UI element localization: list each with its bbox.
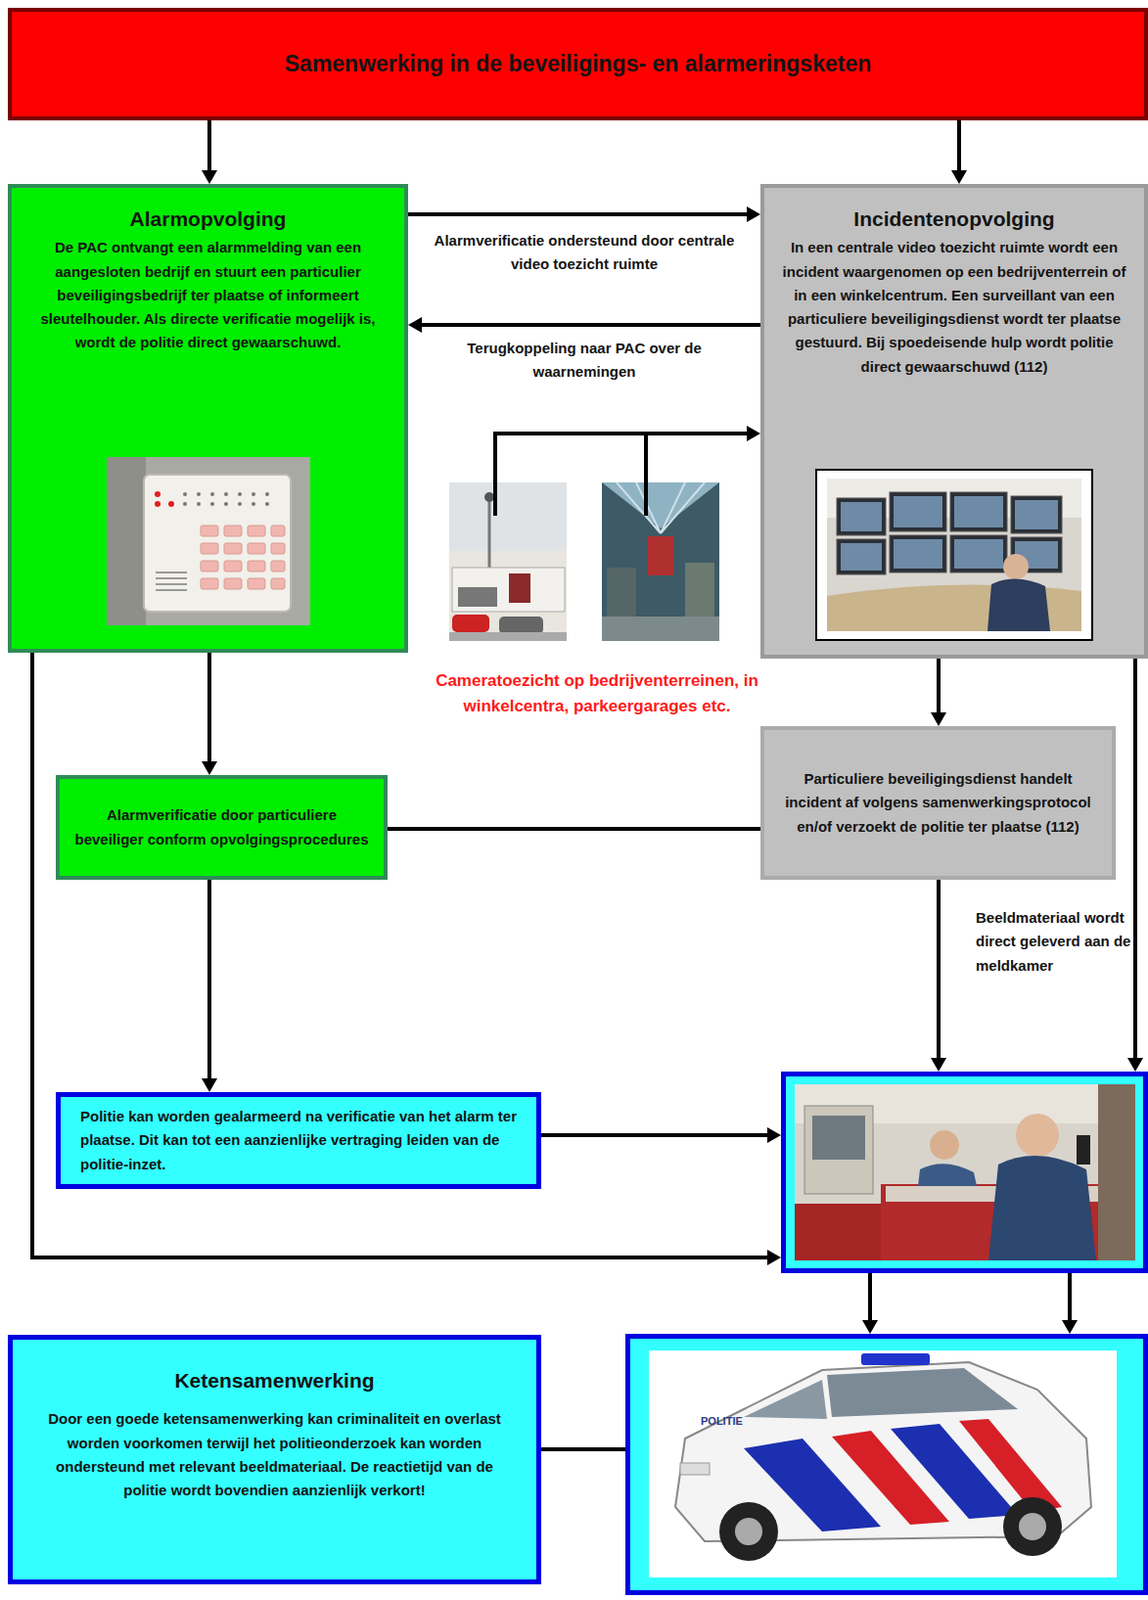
connector — [201, 652, 218, 776]
connector-line — [207, 120, 212, 172]
caption-label: Cameratoezicht op bedrijventerreinen, in… — [430, 668, 764, 719]
connector — [408, 206, 761, 223]
box-illustration — [106, 443, 311, 626]
edge-label: Alarmverificatie ondersteund door centra… — [422, 229, 746, 276]
arrow-head — [201, 761, 218, 776]
connector-line — [408, 212, 748, 217]
meldkamer-photo — [783, 1074, 1147, 1272]
arrow-head — [201, 1078, 218, 1093]
summary-box: KetensamenwerkingDoor een goede ketensam… — [7, 1334, 542, 1585]
box-text: Politie kan worden gealarmeerd na verifi… — [80, 1104, 517, 1177]
connector-line — [936, 658, 941, 714]
connector — [201, 879, 218, 1093]
arrow-head — [930, 712, 947, 727]
arrow-head — [408, 317, 422, 333]
arrow-head — [746, 206, 761, 223]
connector — [408, 317, 761, 333]
box-illustration — [815, 455, 1094, 642]
camera-link-line — [495, 425, 761, 516]
process-box: Alarmopvolging De PAC ontvangt een alarmm… — [7, 183, 409, 653]
shopping-centre-photo — [601, 482, 720, 642]
connector-line — [387, 826, 761, 831]
note-box: Politie kan worden gealarmeerd na verifi… — [55, 1092, 542, 1190]
connector — [201, 120, 218, 184]
connector — [930, 658, 947, 727]
title-band: Samenwerking in de beveiligings- en alar… — [7, 7, 1148, 121]
diagram-title: Samenwerking in de beveiligings- en alar… — [31, 49, 1125, 80]
connector-line — [957, 120, 962, 172]
box-text: In een centrale video toezicht ruimte wo… — [778, 235, 1131, 379]
box-heading: Alarmopvolging — [27, 205, 389, 232]
connector-line — [207, 652, 212, 763]
arrow-head — [951, 170, 967, 184]
box-text: De PAC ontvangt een alarmmelding van een… — [27, 235, 389, 355]
process-box: Particuliere beveiligingsdienst handelt … — [760, 726, 1116, 880]
box-heading: Ketensamenwerking — [36, 1367, 513, 1394]
process-box: Incidentenopvolging In een centrale video… — [760, 183, 1148, 659]
edge-label: Terugkoppeling naar PAC over de waarnemi… — [422, 336, 746, 384]
police-car-photo — [628, 1336, 1147, 1594]
connector — [951, 120, 967, 184]
connector-line — [420, 322, 761, 327]
box-text: Alarmverificatie door particuliere bevei… — [73, 803, 370, 852]
box-text: Door een goede ketensamenwerking kan cri… — [36, 1407, 513, 1503]
meldkamer-link-line — [32, 645, 1144, 1450]
arrow-head — [201, 170, 218, 184]
car-lettering: POLITIE — [700, 1415, 780, 1428]
connector-line — [207, 879, 212, 1080]
box-heading: Incidentenopvolging — [778, 205, 1131, 232]
process-box: Alarmverificatie door particuliere bevei… — [55, 775, 388, 880]
box-text: Particuliere beveiligingsdienst handelt … — [778, 767, 1099, 839]
connector — [387, 828, 761, 830]
camera-photo — [449, 482, 567, 642]
note-label: Beeldmateriaal wordt direct geleverd aan… — [975, 906, 1133, 978]
